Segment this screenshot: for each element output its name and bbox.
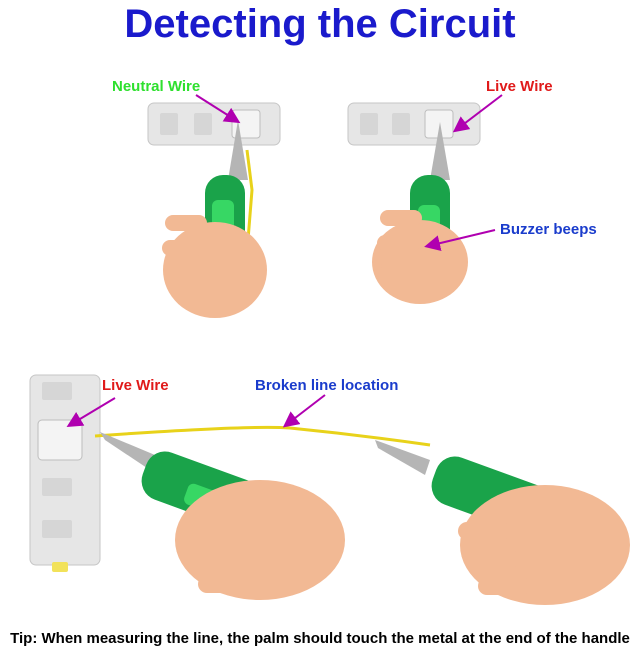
- tip-text: Tip: When measuring the line, the palm s…: [10, 630, 630, 647]
- hand-bottom-right: [458, 485, 630, 605]
- arrow-buzzer: [424, 229, 496, 251]
- hand-top-right: [372, 210, 468, 304]
- power-strip-bottom: [29, 374, 101, 572]
- arrow-neutral-wire: [195, 94, 241, 124]
- page-title: Detecting the Circuit: [124, 2, 516, 46]
- label-broken-line-location: Broken line location: [255, 377, 399, 394]
- label-live-wire-top: Live Wire: [486, 78, 553, 95]
- arrow-live-wire-bottom: [66, 397, 116, 428]
- power-strip-top-right: [347, 102, 481, 146]
- label-live-wire-bottom: Live Wire: [102, 377, 169, 394]
- hand-top-left: [162, 215, 267, 318]
- arrow-broken-line: [282, 394, 326, 428]
- label-buzzer-beeps: Buzzer beeps: [500, 221, 597, 238]
- arrow-live-wire-top: [452, 94, 503, 133]
- power-strip-top-left: [147, 102, 281, 146]
- hand-bottom-left: [175, 480, 345, 600]
- label-neutral-wire: Neutral Wire: [112, 78, 201, 95]
- wire-top-left: [245, 149, 254, 241]
- wire-bottom: [94, 425, 431, 447]
